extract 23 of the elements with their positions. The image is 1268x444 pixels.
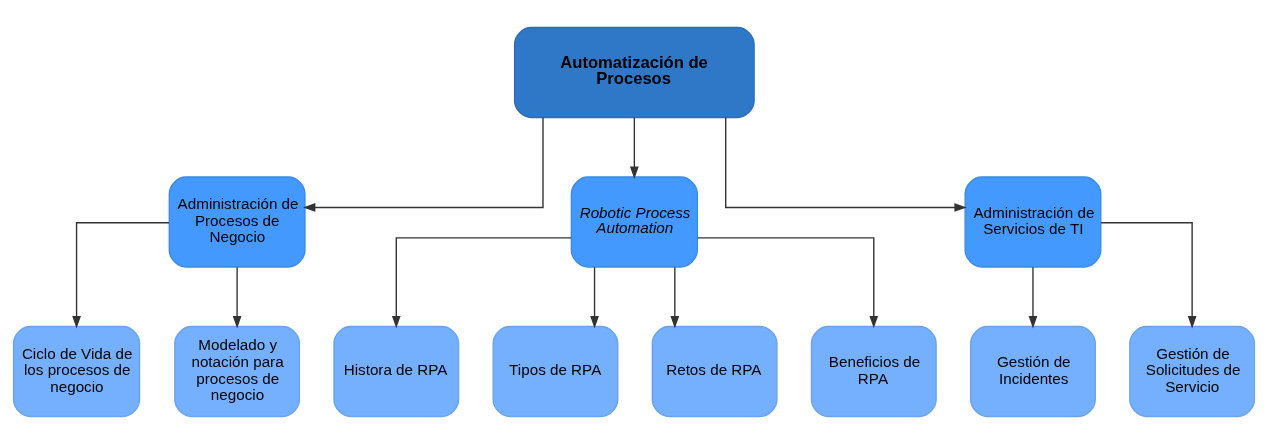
- node-box: Beneficios de RPA: [810, 325, 937, 418]
- arrow: [232, 266, 242, 329]
- node-box: Ciclo de Vida de los procesos de negocio: [12, 325, 141, 418]
- arrow: [630, 117, 639, 179]
- node-box: Administración de Procesos de Negocio: [168, 176, 306, 268]
- node-box: Robotic Process Automation: [570, 176, 698, 268]
- arrow: [1100, 222, 1197, 329]
- node-box: Tipos de RPA: [492, 325, 619, 418]
- node-box: Retos de RPA: [651, 325, 778, 418]
- node-box: Gestión de Solicitudes de Servicio: [1129, 325, 1256, 418]
- arrow: [697, 237, 879, 329]
- arrow: [391, 237, 572, 329]
- arrow: [1028, 266, 1038, 329]
- node-box: Modelado y notación para procesos de negocio: [174, 325, 301, 418]
- node-box: Automatización de Procesos: [513, 26, 755, 119]
- node-box: Histora de RPA: [333, 325, 460, 418]
- arrow: [302, 117, 544, 212]
- arrow: [725, 117, 967, 212]
- arrow: [72, 222, 170, 329]
- arrow: [670, 266, 680, 329]
- node-box: Administración de Servicios de TI: [964, 176, 1102, 268]
- arrow: [590, 266, 599, 329]
- node-box: Gestión de Incidentes: [970, 325, 1096, 418]
